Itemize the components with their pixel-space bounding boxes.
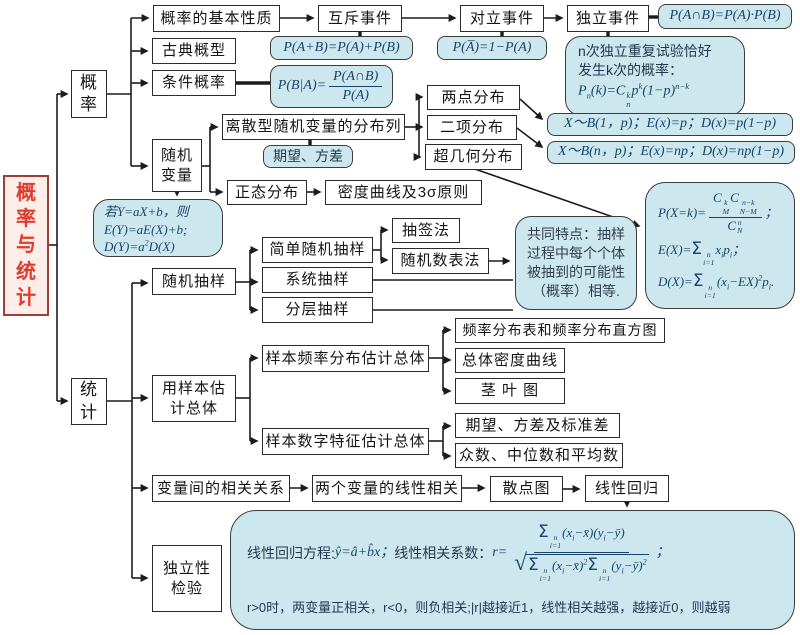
node-linear-correlation: 两个变量的线性相关 bbox=[312, 475, 462, 502]
formula-regression-box: 线性回归方程: ŷ=â+b̂x； 线性相关系数： r= Σni=1(xi−x̄)… bbox=[230, 510, 795, 630]
formula-union: P(A+B)=P(A)+P(B) bbox=[270, 36, 413, 60]
linear-transform-line2: E(Y)=aE(X)+b; bbox=[104, 221, 188, 237]
regression-mid: 线性相关系数： bbox=[394, 545, 493, 562]
regression-note: r>0时，两变量正相关，r<0，则负相关;|r|越接近1，线性相关越强，越接近0… bbox=[247, 599, 731, 615]
node-population-density-curve: 总体密度曲线 bbox=[455, 348, 565, 373]
node-freq-estimate: 样本频率分布估计总体 bbox=[262, 345, 429, 372]
formula-product: P(A∩B)=P(A)·P(B) bbox=[658, 4, 792, 29]
repeated-trials-line1: n次独立重复试验恰好 bbox=[578, 43, 712, 60]
note-common-feature: 共同特点：抽样 过程中每个个体 被抽到的可能性 （概率）相等. bbox=[515, 216, 637, 310]
node-random-number-table: 随机数表法 bbox=[392, 248, 489, 274]
regression-tail: ； bbox=[655, 545, 670, 561]
node-binomial: 二项分布 bbox=[427, 115, 517, 140]
node-conditional-probability: 条件概率 bbox=[152, 70, 236, 96]
formula-complement: P(A̅)=1−P(A) bbox=[437, 36, 547, 60]
node-lottery-method: 抽签法 bbox=[392, 218, 460, 243]
map-title: 概 率 与 统 计 bbox=[3, 175, 49, 316]
regression-numerator: Σni=1(xi−x̄)(yi−ȳ) bbox=[534, 522, 629, 553]
node-linear-regression: 线性回归 bbox=[585, 475, 669, 502]
branch-statistics: 统 计 bbox=[71, 378, 107, 425]
regression-fraction: Σni=1(xi−x̄)(yi−ȳ) √ Σni=1(xi−x̄)2Σni=1(… bbox=[510, 522, 653, 584]
node-expectation-variance-std: 期望、方差及标准差 bbox=[455, 413, 620, 438]
node-stem-leaf-plot: 茎 叶 图 bbox=[455, 378, 565, 404]
node-mutually-exclusive: 互斥事件 bbox=[318, 5, 402, 32]
conditional-denominator: P(A) bbox=[342, 88, 369, 103]
node-freq-table-histogram: 频率分布表和频率分布直方图 bbox=[455, 318, 665, 343]
formula-expectation-variance: 期望、方差 bbox=[263, 145, 353, 168]
node-random-sampling: 随机抽样 bbox=[152, 268, 236, 295]
node-scatter-plot: 散点图 bbox=[490, 476, 563, 502]
node-random-variable: 随机 变量 bbox=[152, 139, 202, 192]
node-sample-estimate: 用样本估 计总体 bbox=[152, 375, 236, 422]
regression-equation: ŷ=â+b̂x； bbox=[334, 545, 395, 561]
conditional-fraction: P(A∩B) P(A) bbox=[329, 69, 383, 104]
conditional-numerator: P(A∩B) bbox=[329, 69, 383, 87]
node-distribution-list: 离散型随机变量的分布列 bbox=[222, 114, 405, 140]
sqrt-symbol: √ bbox=[514, 549, 527, 576]
node-independence-test: 独立性 检验 bbox=[152, 545, 222, 612]
node-mode-median-mean: 众数、中位数和平均数 bbox=[455, 443, 623, 468]
regression-lead: 线性回归方程: bbox=[247, 545, 335, 562]
hyper-tail: ； bbox=[764, 205, 778, 221]
node-normal-distribution: 正态分布 bbox=[227, 180, 307, 205]
formula-linear-transform: 若Y=aX+b，则 E(Y)=aE(X)+b; D(Y)=a2D(X) bbox=[93, 199, 223, 257]
formula-two-point: X～B(1，p)；E(x)=p；D(x)=p(1−p) bbox=[547, 113, 793, 136]
node-basic-properties: 概率的基本性质 bbox=[153, 5, 280, 32]
linear-transform-line3: D(Y)=a2D(X) bbox=[104, 238, 175, 255]
node-hypergeometric: 超几何分布 bbox=[425, 144, 522, 170]
regression-r-eq: r= bbox=[492, 545, 508, 561]
formula-binomial: X～B(n，p)；E(x)=np；D(x)=np(1−p) bbox=[547, 141, 795, 164]
node-classical-model: 古典概型 bbox=[152, 38, 236, 64]
node-independent-event: 独立事件 bbox=[567, 5, 649, 32]
node-numeric-estimate: 样本数字特征估计总体 bbox=[262, 428, 429, 455]
conditional-lhs: P(B|A)= bbox=[277, 78, 327, 94]
node-complementary-event: 对立事件 bbox=[460, 5, 544, 32]
repeated-trials-line2: 发生k次的概率： bbox=[578, 62, 683, 79]
node-simple-random-sampling: 简单随机抽样 bbox=[262, 237, 373, 263]
node-two-point: 两点分布 bbox=[427, 85, 520, 110]
linear-transform-line1: 若Y=aX+b，则 bbox=[104, 204, 189, 219]
node-stratified-sampling: 分层抽样 bbox=[262, 297, 373, 323]
branch-probability: 概 率 bbox=[71, 70, 107, 118]
node-systematic-sampling: 系统抽样 bbox=[262, 267, 373, 293]
hyper-lhs: P(X=k)= bbox=[658, 205, 706, 221]
node-correlation: 变量间的相关关系 bbox=[152, 475, 290, 502]
node-density-rule: 密度曲线及3σ原则 bbox=[325, 180, 482, 205]
formula-conditional: P(B|A)= P(A∩B) P(A) bbox=[270, 65, 393, 108]
